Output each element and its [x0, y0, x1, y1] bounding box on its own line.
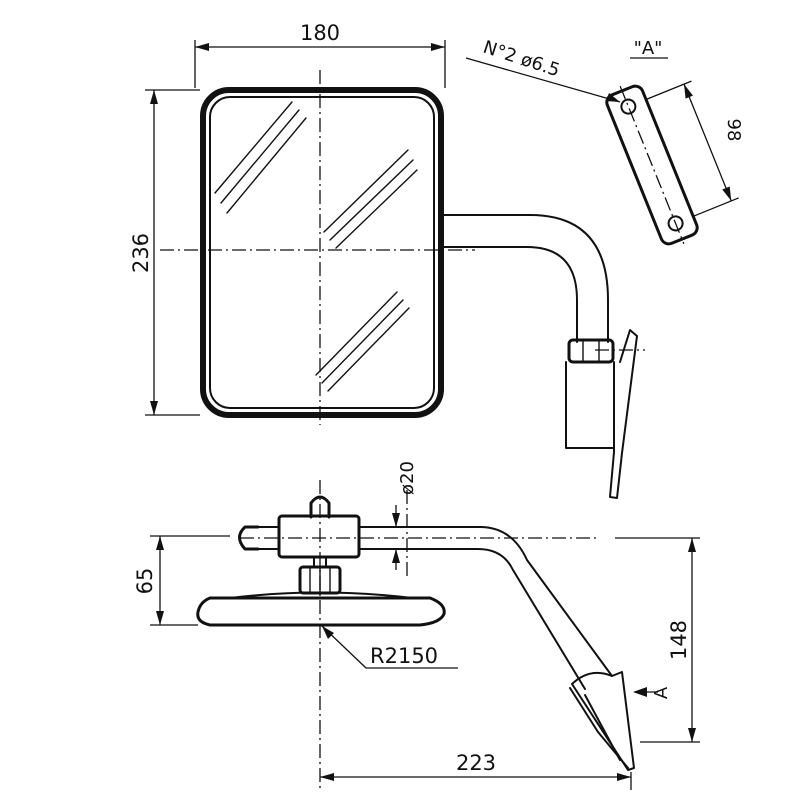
radius-label: R2150: [370, 644, 438, 668]
front-view: [160, 70, 645, 499]
dimension-width-180: 180: [194, 21, 446, 88]
base-mount: [571, 671, 635, 771]
dimension-reach-223: 223: [320, 751, 632, 790]
clamp-block: [277, 514, 361, 559]
mirror-profile: [196, 596, 446, 627]
arrow-a-label: A: [651, 686, 672, 699]
glass-reflection-lines: [214, 101, 418, 392]
dimension-depth-65: 65: [133, 535, 230, 626]
view-a-label: "A": [634, 38, 663, 59]
detail-view-a: "A" N°2 ø6.5 98: [465, 37, 744, 246]
support-arm: [440, 214, 609, 343]
drop-label: 148: [667, 620, 691, 660]
clamp-nut: [567, 338, 615, 364]
tube-diameter-label: ø20: [397, 461, 418, 495]
bracket-length-label: 98: [723, 119, 744, 142]
tube-cap: [238, 525, 260, 551]
radius-callout: R2150: [321, 625, 458, 669]
side-view: [196, 480, 635, 790]
depth-label: 65: [133, 568, 157, 595]
mounting-bracket: [565, 361, 615, 449]
view-a-arrow: A: [633, 686, 672, 699]
mirror-frame: [200, 87, 444, 418]
height-label: 236: [129, 233, 153, 273]
mirror-glass: [209, 96, 435, 409]
tube-upper: [358, 526, 613, 677]
hole-top: [620, 98, 637, 115]
tube-lower: [358, 548, 586, 690]
dimension-height-236: 236: [129, 89, 200, 416]
dimension-drop-148: 148: [615, 537, 700, 743]
dimension-tube-diameter: ø20: [392, 461, 418, 570]
adjust-knob: [309, 495, 331, 519]
reach-label: 223: [456, 751, 496, 775]
width-label: 180: [300, 21, 340, 45]
holes-label: N°2 ø6.5: [480, 37, 562, 81]
